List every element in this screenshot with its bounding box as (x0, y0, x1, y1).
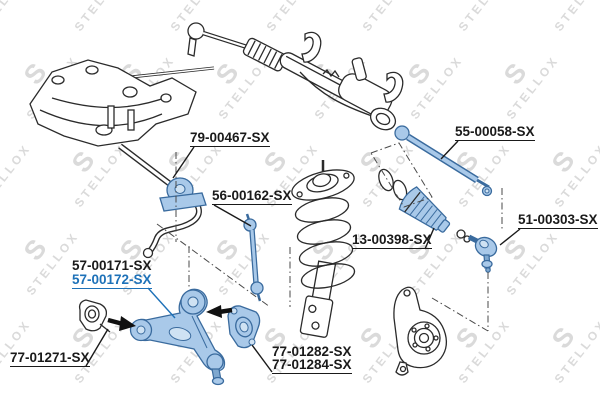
steering-boot-part (398, 186, 451, 233)
assembly-arrow-left (206, 305, 233, 318)
strut-assembly-drawing (291, 160, 356, 338)
rack-clamp-bracket (383, 71, 404, 103)
rack-bellows (242, 37, 287, 72)
front-bushing-part (78, 299, 111, 333)
construction-lines (156, 142, 503, 332)
label-rear-bushing-1: 77-01282-SX (272, 344, 352, 359)
label-front-bushing: 77-01271-SX (10, 350, 90, 367)
label-stab-bushing: 79-00467-SX (190, 130, 270, 147)
label-rear-bushing-group: 77-01282-SX 77-01284-SX (272, 345, 352, 374)
label-inner-tie-rod: 55-00058-SX (455, 124, 535, 141)
label-stab-link: 56-00162-SX (212, 188, 292, 205)
rear-bushing-part (227, 305, 261, 349)
o-rings (378, 168, 408, 201)
label-control-arm-blue: 57-00172-SX (72, 272, 152, 289)
stabilizer-link-part (243, 213, 264, 302)
ball-joint (206, 353, 225, 386)
steering-rack-drawing (187, 22, 404, 131)
inner-tie-rod-part (394, 125, 493, 197)
rack-clamp-bracket (301, 31, 322, 63)
assembly-arrow-right (107, 316, 136, 331)
label-rear-bushing-2: 77-01284-SX (272, 357, 352, 372)
label-tie-rod-end: 51-00303-SX (518, 212, 598, 229)
label-steering-boot: 13-00398-SX (352, 232, 432, 249)
boot-washer (456, 229, 466, 239)
label-control-arm-black: 57-00171-SX (72, 258, 152, 273)
stabilizer-bar-drawing (118, 143, 202, 259)
steering-knuckle-drawing (393, 286, 448, 376)
control-arm-part (129, 288, 226, 386)
leader-lines (85, 140, 521, 373)
stabilizer-bushing-part (159, 177, 207, 212)
tie-rod-end-part (467, 234, 498, 273)
subframe-drawing (29, 59, 215, 147)
